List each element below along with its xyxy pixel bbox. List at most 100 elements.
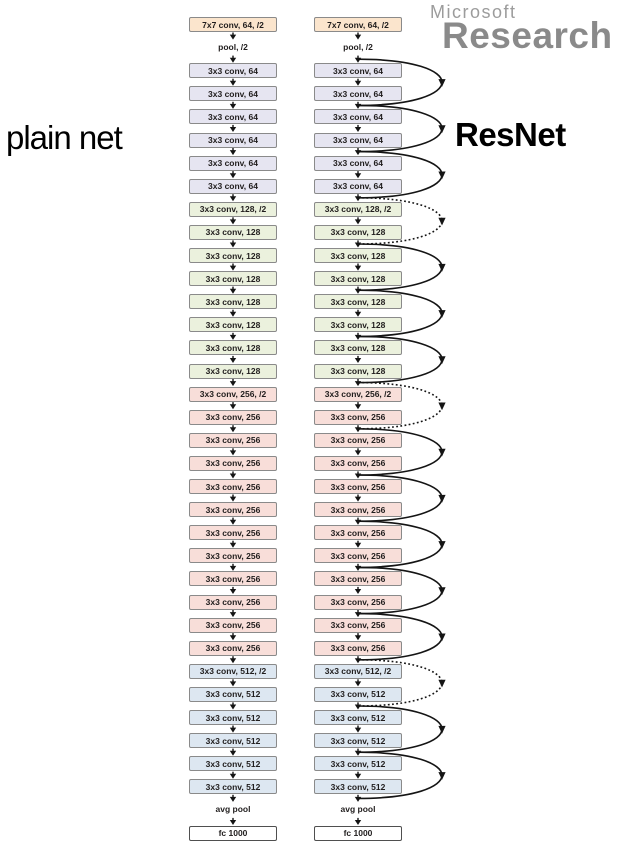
down-arrowhead-icon [229,589,237,594]
layer-box-resnet: 3x3 conv, 256, /2 [314,386,402,402]
down-arrowhead-icon [354,796,362,802]
layer-box-resnet: 3x3 conv, 512, /2 [314,663,402,679]
down-arrowhead-icon [354,288,362,294]
down-arrowhead-icon [229,196,237,202]
down-arrowhead-icon [354,427,362,433]
down-arrowhead-icon [229,381,237,387]
down-arrowhead-icon [354,242,362,248]
layer-box-plain: 3x3 conv, 256 [189,571,277,587]
down-arrowhead-icon [229,635,237,641]
layer-box-plain: 3x3 conv, 128 [189,317,277,333]
skip-arrowhead-icon [438,725,446,734]
layer-box-plain: 3x3 conv, 128 [189,224,277,240]
down-arrowhead-icon [229,542,237,548]
skip-arrowhead-icon [438,310,446,318]
layer-box-plain: 3x3 conv, 64 [189,178,277,194]
down-arrowhead-icon [229,750,237,756]
down-arrowhead-icon [354,519,362,525]
down-arrowhead-icon [354,658,362,664]
down-arrowhead-icon [354,450,362,456]
down-arrowhead-icon [354,612,362,618]
layer-box-plain: 3x3 conv, 256 [189,548,277,564]
down-arrowhead-icon [354,681,362,687]
down-arrowhead-icon [229,496,237,502]
layer-box-resnet: 3x3 conv, 128 [314,248,402,263]
down-arrowhead-icon [229,80,237,86]
down-arrowhead-icon [354,311,362,317]
down-arrowhead-icon [229,150,237,156]
skip-arrowhead-icon [438,587,446,596]
layer-label-plain: avg pool [215,804,251,815]
down-arrowhead-icon [354,150,362,156]
skip-arrowhead-icon [438,541,446,549]
layer-box-plain: 3x3 conv, 128 [189,340,277,356]
logo-microsoft-text: Microsoft [430,2,517,22]
layer-box-resnet: 3x3 conv, 512 [314,756,402,772]
layer-box-resnet: 3x3 conv, 256 [314,640,402,656]
layer-box-resnet: 7x7 conv, 64, /2 [314,17,402,32]
down-arrowhead-icon [229,704,237,710]
layer-box-resnet: 3x3 conv, 128, /2 [314,201,402,217]
down-arrowhead-icon [354,173,362,179]
layer-box-resnet: 3x3 conv, 256 [314,502,402,518]
down-arrowhead-icon [354,773,362,779]
down-arrowhead-icon [229,358,237,363]
skip-arrowhead-icon [438,79,446,87]
skip-arrowhead-icon [438,356,446,365]
layer-box-plain: 3x3 conv, 512 [189,756,277,772]
skip-arrowhead-icon [438,125,446,134]
layer-box-plain: 3x3 conv, 512 [189,710,277,725]
down-arrowhead-icon [229,612,237,618]
down-arrowhead-icon [354,219,362,225]
layer-box-resnet: 3x3 conv, 128 [314,317,402,333]
down-arrowhead-icon [229,127,237,132]
layer-box-plain: 3x3 conv, 256 [189,502,277,518]
layer-box-resnet: 3x3 conv, 64 [314,132,402,148]
layer-label-resnet: pool, /2 [343,42,373,53]
layer-box-resnet: 3x3 conv, 128 [314,271,402,287]
layer-box-plain: 3x3 conv, 256 [189,594,277,610]
down-arrowhead-icon [354,750,362,756]
skip-arrowhead-icon [438,217,446,226]
layer-box-resnet: 3x3 conv, 128 [314,363,402,379]
layer-box-resnet: 3x3 conv, 128 [314,294,402,310]
down-arrowhead-icon [354,542,362,548]
layer-box-plain: 3x3 conv, 128 [189,294,277,310]
down-arrowhead-icon [229,334,237,340]
skip-arrowhead-icon [438,402,446,411]
layer-box-plain: 3x3 conv, 256 [189,409,277,425]
layer-box-plain: 3x3 conv, 256 [189,479,277,494]
layer-box-resnet: 3x3 conv, 128 [314,224,402,240]
down-arrowhead-icon [229,773,237,779]
layer-box-plain: 3x3 conv, 256, /2 [189,386,277,402]
down-arrowhead-icon [229,242,237,248]
skip-arrowhead-icon [438,772,446,780]
down-arrowhead-icon [354,704,362,710]
logo-research-text: Research [442,15,613,56]
down-arrowhead-icon [229,473,237,479]
layer-box-plain: 3x3 conv, 512 [189,733,277,749]
down-arrowhead-icon [229,565,237,571]
layer-box-resnet: 3x3 conv, 256 [314,525,402,541]
layer-box-resnet: 3x3 conv, 64 [314,109,402,125]
down-arrowhead-icon [354,727,362,733]
layer-box-resnet: 3x3 conv, 256 [314,409,402,425]
layer-box-plain: 3x3 conv, 128, /2 [189,201,277,217]
skip-arrowhead-icon [438,494,446,503]
layer-label-plain: pool, /2 [218,42,248,53]
down-arrowhead-icon [354,381,362,387]
skip-arrowhead-icon [438,679,446,688]
down-arrowhead-icon [354,635,362,641]
layer-box-resnet: fc 1000 [314,825,402,841]
down-arrowhead-icon [354,196,362,202]
layer-box-plain: 3x3 conv, 64 [189,63,277,79]
layer-box-plain: 3x3 conv, 128 [189,271,277,287]
layer-box-plain: 3x3 conv, 256 [189,455,277,471]
layer-box-plain: 3x3 conv, 64 [189,155,277,171]
skip-arrowhead-icon [438,171,446,180]
layer-box-plain: 3x3 conv, 256 [189,525,277,541]
down-arrowhead-icon [354,565,362,571]
plain-net-label: plain net [6,119,123,156]
down-arrowhead-icon [229,427,237,433]
layer-box-resnet: 3x3 conv, 512 [314,686,402,702]
